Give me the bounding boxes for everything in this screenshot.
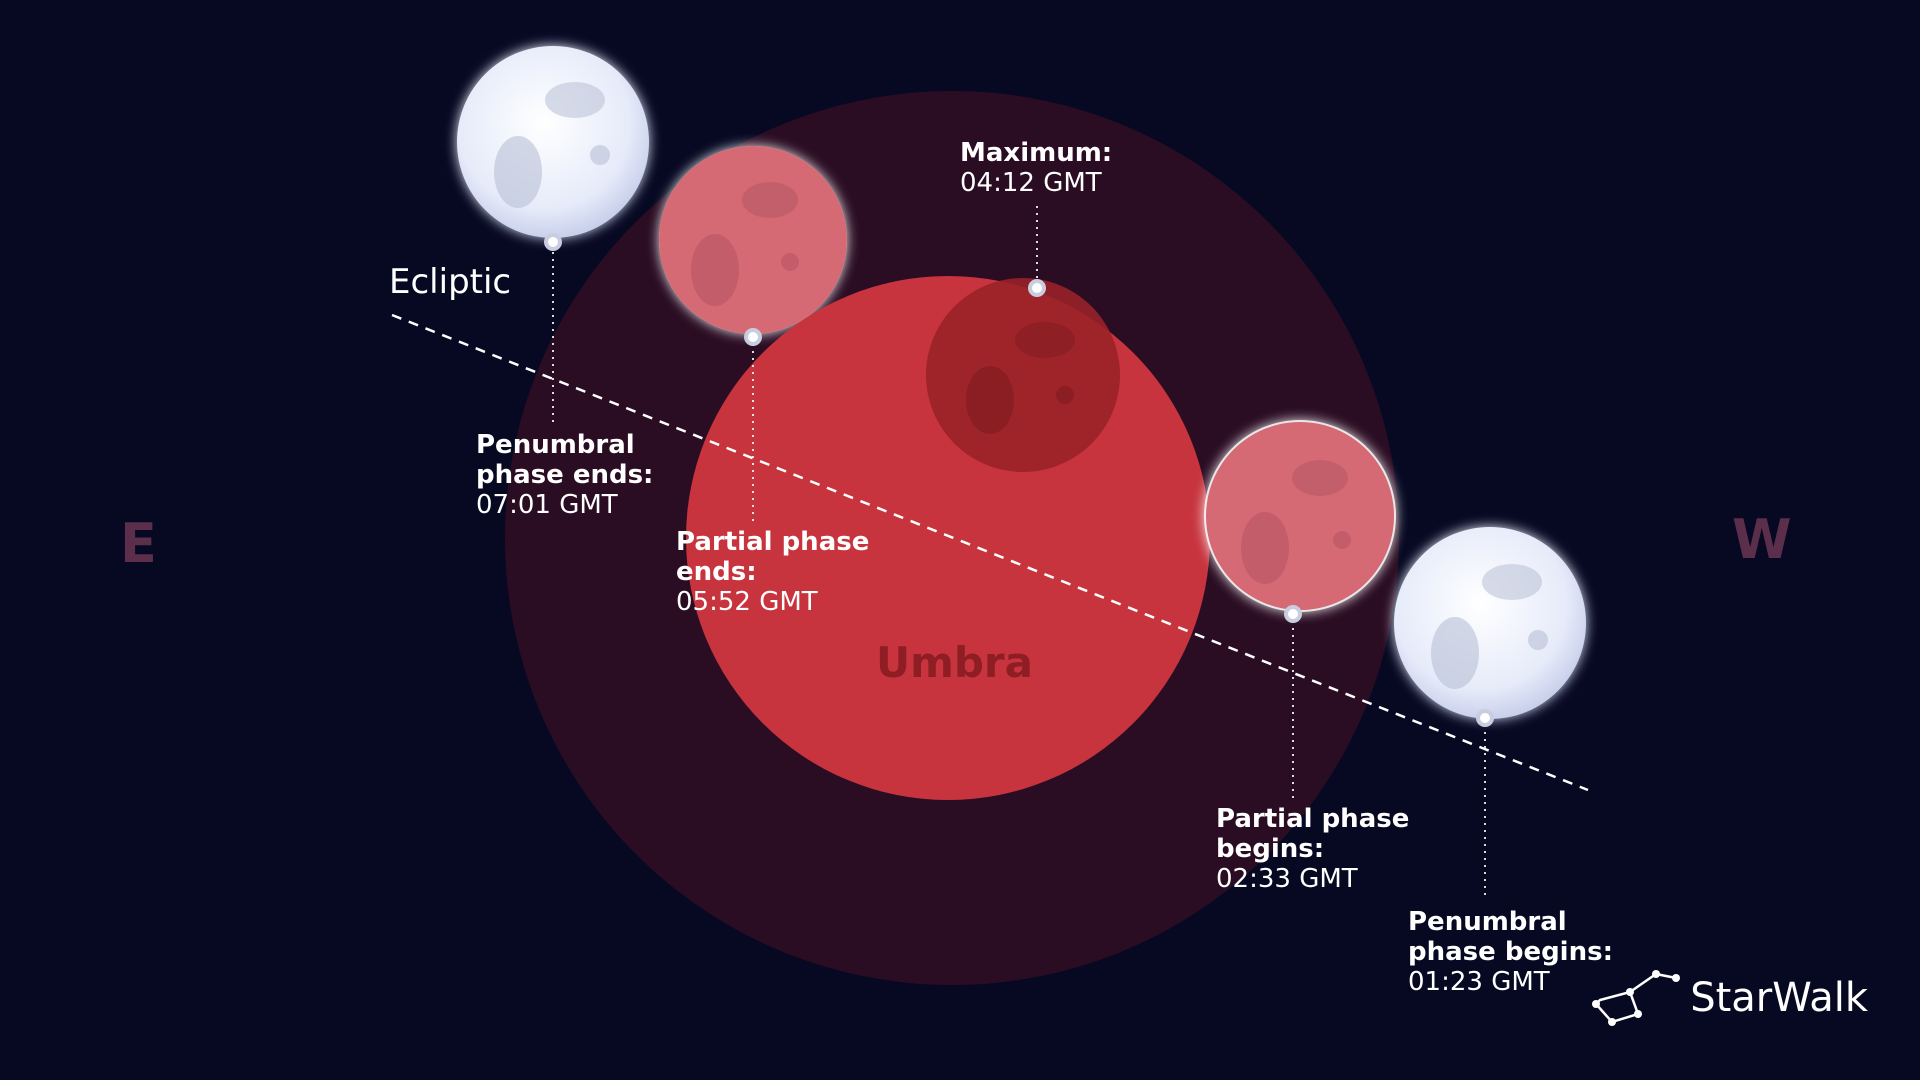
marker-partial-begins [1284,605,1302,623]
phase-title-line1: Partial phase [676,527,870,557]
west-label: W [1732,508,1792,571]
ecliptic-label: Ecliptic [389,262,512,302]
phase-title-line2: phase ends: [476,460,654,490]
marker-penumbral-begins [1476,709,1494,727]
phase-title-line1: Maximum: [960,138,1113,168]
brand-logo: StarWalk [1590,964,1868,1032]
label-maximum: Maximum: 04:12 GMT [960,138,1112,198]
brand-name: StarWalk [1690,975,1868,1021]
east-label: E [120,512,157,575]
moon-maximum [926,278,1120,472]
phase-title-line2: ends: [676,557,757,587]
moon-partial-begins [1204,420,1396,612]
phase-time: 05:52 GMT [676,587,818,617]
phase-title-line1: Partial phase [1216,804,1410,834]
phase-title-line2: begins: [1216,834,1325,864]
phase-title-line1: Penumbral [476,430,635,460]
moon-penumbral-begins [1394,527,1586,719]
phase-time: 04:12 GMT [960,168,1102,198]
label-partial-ends: Partial phase ends: 05:52 GMT [676,527,869,617]
label-penumbral-begins: Penumbral phase begins: 01:23 GMT [1408,907,1613,997]
phase-time: 07:01 GMT [476,490,618,520]
moon-penumbral-ends [457,46,649,238]
marker-penumbral-ends [544,233,562,251]
constellation-icon [1590,964,1681,1032]
umbra-label: Umbra [876,638,1033,687]
phase-markers [544,233,1494,727]
phase-time: 01:23 GMT [1408,967,1550,997]
leader-lines [552,206,1486,898]
marker-partial-ends [744,328,762,346]
phase-title-line1: Penumbral [1408,907,1567,937]
moon-partial-ends [659,146,847,334]
phase-title-line2: phase begins: [1408,937,1613,967]
phase-time: 02:33 GMT [1216,864,1358,894]
label-partial-begins: Partial phase begins: 02:33 GMT [1216,804,1409,894]
label-penumbral-ends: Penumbral phase ends: 07:01 GMT [476,430,653,520]
marker-maximum [1028,279,1046,297]
